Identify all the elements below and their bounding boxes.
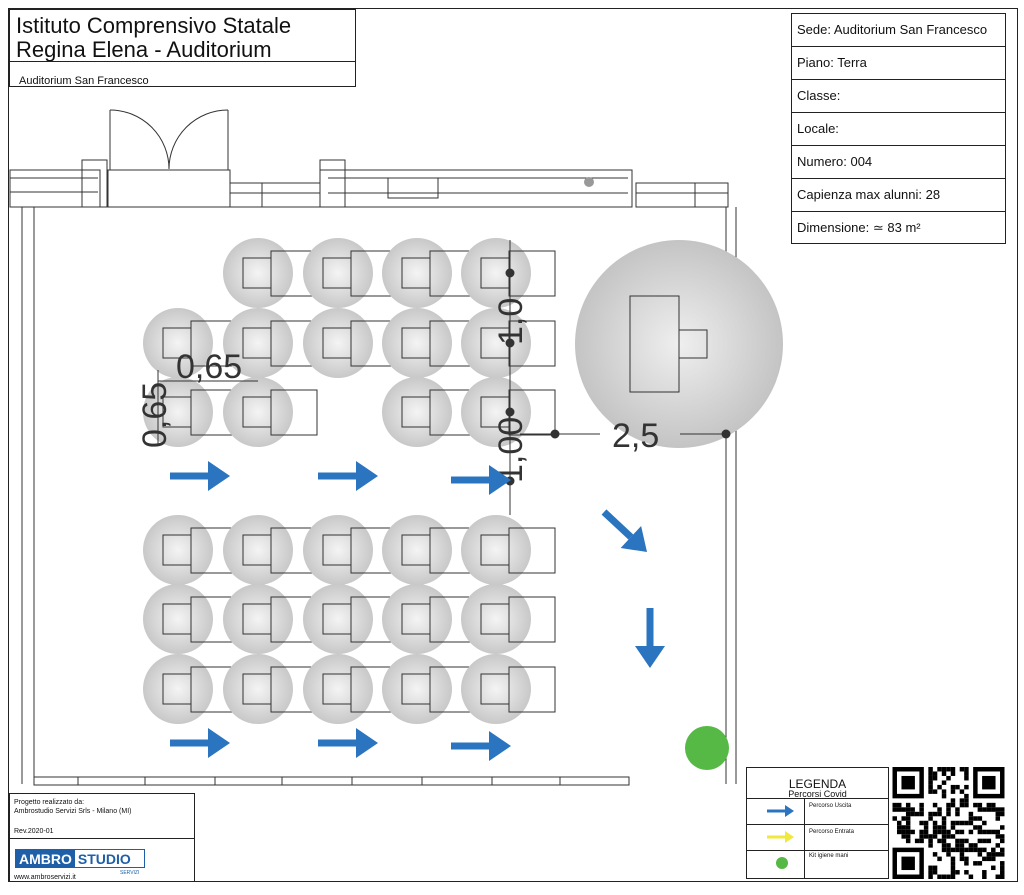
- hygiene-kit-dot: [685, 726, 729, 770]
- qr-code: [892, 767, 1005, 879]
- desk: [382, 238, 477, 308]
- revision: Rev.2020-01: [14, 828, 54, 835]
- desk: [303, 584, 398, 654]
- legend-label-entry: Percorso Entrata: [809, 829, 855, 835]
- desk: [461, 584, 556, 654]
- exit-arrow-icon: [635, 608, 665, 668]
- logo-part-b: STUDIO: [77, 850, 131, 867]
- desk: [223, 238, 318, 308]
- logo-part-a: AMBRO: [16, 850, 75, 867]
- top-wall: [9, 159, 729, 208]
- dot-icon: [776, 857, 788, 869]
- legend-label-exit: Percorso Uscita: [809, 803, 852, 809]
- ambrostudio-logo: AMBRO STUDIO: [15, 849, 145, 868]
- exit-arrow-icon: [451, 465, 511, 495]
- legend-symbols: [767, 805, 794, 869]
- exit-arrow-icon: [318, 461, 378, 491]
- arrow-right-icon: [767, 831, 794, 843]
- info-dimensione: Dimensione: ≃ 83 m²: [797, 220, 921, 235]
- arrow-right-icon: [767, 805, 794, 817]
- desk: [382, 515, 477, 585]
- title-block: Istituto Comprensivo Statale Regina Elen…: [9, 9, 356, 87]
- dimension-lines: [157, 240, 731, 515]
- desk: [143, 515, 238, 585]
- info-locale: Locale:: [792, 113, 1005, 146]
- info-piano: Piano: Terra: [792, 47, 1005, 80]
- desk: [223, 654, 318, 724]
- dimension-065-vertical: 0,65: [136, 382, 174, 448]
- desk: [223, 377, 318, 447]
- desk: [382, 584, 477, 654]
- exit-arrow-icon: [601, 509, 647, 552]
- exit-arrow-icon: [170, 728, 230, 758]
- desk: [143, 584, 238, 654]
- dimension-10-top: 1,0: [492, 298, 530, 345]
- legend: LEGENDA Percorsi Covid Percorso Uscita P…: [746, 767, 889, 879]
- project-credits: Progetto realizzato da: Ambrostudio Serv…: [9, 793, 195, 882]
- desk: [143, 308, 238, 378]
- desk: [461, 515, 556, 585]
- info-capienza: Capienza max alunni: 28: [792, 179, 1005, 212]
- exit-arrow-icon: [451, 731, 511, 761]
- school-name: Istituto Comprensivo Statale Regina Elen…: [16, 13, 292, 62]
- dimension-065-horizontal: 0,65: [176, 348, 242, 386]
- room-info-table: Sede: Auditorium San Francesco Piano: Te…: [791, 13, 1006, 244]
- desk: [461, 654, 556, 724]
- desk: [303, 238, 398, 308]
- desk: [143, 377, 238, 447]
- bottom-wall: [33, 776, 630, 786]
- desk: [143, 654, 238, 724]
- desk: [223, 308, 318, 378]
- info-numero: Numero: 004: [792, 146, 1005, 179]
- legend-title: LEGENDA: [788, 777, 847, 791]
- logo-subtitle: SERVIZI: [120, 870, 140, 876]
- info-sede: Sede: Auditorium San Francesco: [792, 14, 1005, 47]
- desk: [223, 515, 318, 585]
- exit-path-arrows: [170, 461, 665, 761]
- legend-subtitle: Percorsi Covid: [788, 789, 847, 799]
- desk: [223, 584, 318, 654]
- info-classe: Classe:: [792, 80, 1005, 113]
- drawing-frame: [8, 8, 1018, 882]
- credits-company: Ambrostudio Servizi Srls - Milano (MI): [14, 808, 132, 815]
- entrance-door: [109, 109, 229, 170]
- desk: [382, 308, 477, 378]
- legend-label-hygiene: Kit igiene mani: [809, 853, 849, 859]
- fixture-dot: [584, 177, 594, 187]
- credits-line: Progetto realizzato da:: [14, 799, 85, 806]
- dimension-25: 2,5: [612, 417, 659, 455]
- exit-arrow-icon: [318, 728, 378, 758]
- venue-name: Auditorium San Francesco: [10, 61, 355, 87]
- exit-arrow-icon: [170, 461, 230, 491]
- teacher-desk-area: [575, 240, 783, 448]
- desk: [303, 308, 398, 378]
- student-desks: [143, 238, 556, 724]
- website: www.ambroservizi.it: [14, 874, 76, 881]
